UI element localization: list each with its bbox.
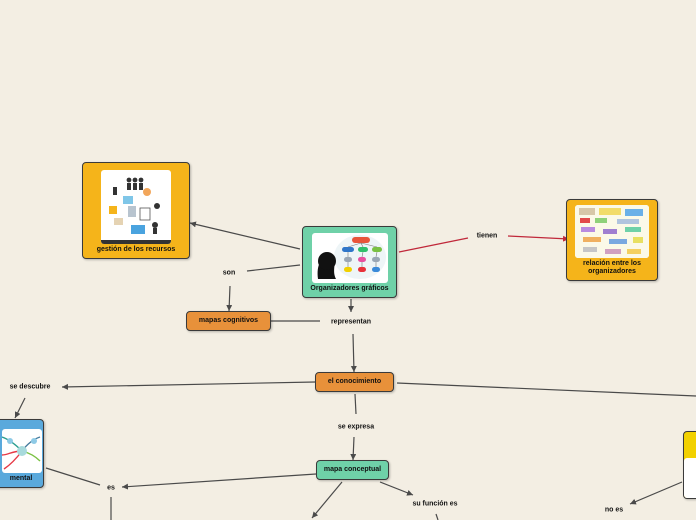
node-label: Organizadores gráficos xyxy=(310,285,389,292)
link-label-son: son xyxy=(222,269,236,277)
node-organizadores-graficos[interactable]: Organizadores gráficos xyxy=(302,226,397,298)
node-thumbnail xyxy=(684,458,696,498)
node-label: gestión de los recursos xyxy=(96,246,176,253)
connector-mapa-sufuncion xyxy=(379,481,414,496)
link-label-no-es: no es xyxy=(604,506,624,514)
connector-sufuncion-down xyxy=(435,513,439,520)
node-mapas-cognitivos[interactable]: mapas cognitivos xyxy=(186,311,271,331)
resources-thumbnail xyxy=(101,170,171,244)
mindmap-thumbnail xyxy=(2,429,42,473)
node-label: mapas cognitivos xyxy=(198,317,259,324)
connector-tienen-relacion xyxy=(507,235,570,242)
link-label-es: es xyxy=(107,484,115,492)
connector-sedescubre-mental xyxy=(14,397,26,419)
connector-conocimiento-sedescubre xyxy=(61,381,316,390)
connector-org-tienen xyxy=(398,237,469,253)
node-label: mapa conceptual xyxy=(323,466,382,473)
node-label: el conocimiento xyxy=(327,378,382,385)
node-mapa-conceptual[interactable]: mapa conceptual xyxy=(316,460,389,480)
connector-seexpresa-mapa xyxy=(350,436,357,461)
connector-representan-conocimiento xyxy=(350,333,357,373)
connector-org-gestion xyxy=(189,221,301,250)
relation-map-thumbnail xyxy=(575,205,649,258)
connector-conocimiento-right xyxy=(396,382,696,397)
connector-org-son xyxy=(246,264,301,272)
link-label-se-expresa: se expresa xyxy=(337,423,375,431)
connector-right-noes xyxy=(629,481,683,505)
connector-conocimiento-seexpresa xyxy=(354,393,357,415)
connector-mapa-down xyxy=(311,481,343,519)
node-right-offscreen[interactable] xyxy=(683,431,696,499)
node-relacion-organizadores[interactable]: relación entre los organizadores xyxy=(566,199,658,281)
link-label-su-funcion-es: su función es xyxy=(412,500,458,508)
link-label-tienen: tienen xyxy=(476,232,498,240)
connector-mental-es xyxy=(45,467,101,486)
connector-son-mapas xyxy=(226,285,233,312)
link-label-representan: representan xyxy=(330,318,372,326)
link-label-se-descubre: se descubre xyxy=(9,383,51,391)
node-gestion-recursos[interactable]: gestión de los recursos xyxy=(82,162,190,259)
node-label: relación entre los organizadores xyxy=(583,260,641,275)
node-label: mental xyxy=(9,475,33,482)
connector-mapa-es xyxy=(121,473,317,490)
node-mapa-mental[interactable]: mental xyxy=(0,419,44,488)
flowchart-thumbnail xyxy=(311,233,388,283)
node-el-conocimiento[interactable]: el conocimiento xyxy=(315,372,394,392)
